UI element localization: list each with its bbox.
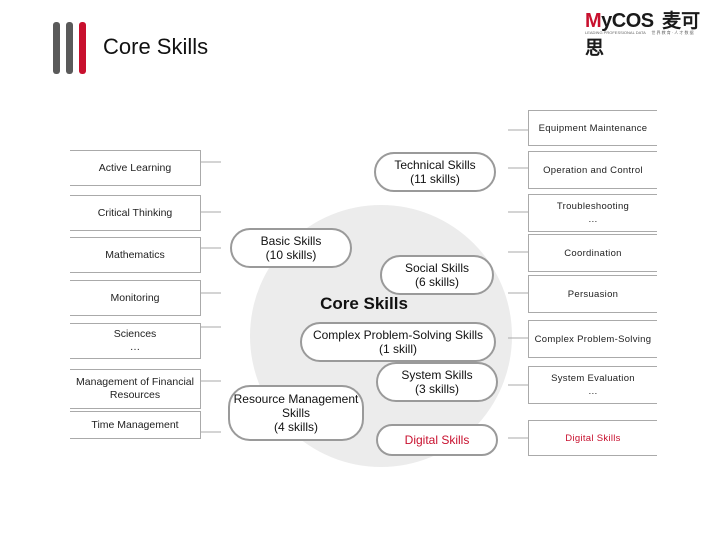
title-bar-dark-2 xyxy=(66,22,73,74)
left-item-management-financial: Management of Financial Resources xyxy=(70,369,201,409)
left-item-active-learning: Active Learning xyxy=(70,150,201,186)
logo-cn: 麦可思 xyxy=(585,11,701,59)
category-social: Social Skills (6 skills) xyxy=(380,255,494,295)
left-item-monitoring: Monitoring xyxy=(70,280,201,316)
right-item-operation-control: Operation and Control xyxy=(528,151,657,189)
left-item-critical-thinking: Critical Thinking xyxy=(70,195,201,231)
right-item-troubleshooting: Troubleshooting … xyxy=(528,194,657,232)
category-system: System Skills (3 skills) xyxy=(376,362,498,402)
category-resource: Resource Management Skills (4 skills) xyxy=(228,385,364,441)
right-item-digital-skills: Digital Skills xyxy=(528,420,657,456)
left-item-mathematics: Mathematics xyxy=(70,237,201,273)
category-digital: Digital Skills xyxy=(376,424,498,456)
core-skills-label: Core Skills xyxy=(320,294,408,313)
right-item-persuasion: Persuasion xyxy=(528,275,657,313)
right-item-coordination: Coordination xyxy=(528,234,657,272)
category-basic: Basic Skills (10 skills) xyxy=(230,228,352,268)
category-technical: Technical Skills (11 skills) xyxy=(374,152,496,192)
mycos-logo: MyCOS 麦可思 LEADING PROFESSIONAL DATA 世 界 … xyxy=(585,6,717,59)
title-bar-red xyxy=(79,22,86,74)
right-item-complex-problem-solving: Complex Problem-Solving xyxy=(528,320,657,358)
logo-text: MyCOS xyxy=(585,10,654,32)
title-bar-dark-1 xyxy=(53,22,60,74)
left-item-time-management: Time Management xyxy=(70,411,201,439)
category-complex: Complex Problem-Solving Skills (1 skill) xyxy=(300,322,496,362)
right-item-system-evaluation: System Evaluation … xyxy=(528,366,657,404)
page-title: Core Skills xyxy=(103,34,209,59)
logo-subtext: LEADING PROFESSIONAL DATA 世 界 教 育 · 人 才 … xyxy=(585,30,694,35)
right-item-equipment-maintenance: Equipment Maintenance xyxy=(528,110,657,146)
left-item-sciences: Sciences … xyxy=(70,323,201,359)
